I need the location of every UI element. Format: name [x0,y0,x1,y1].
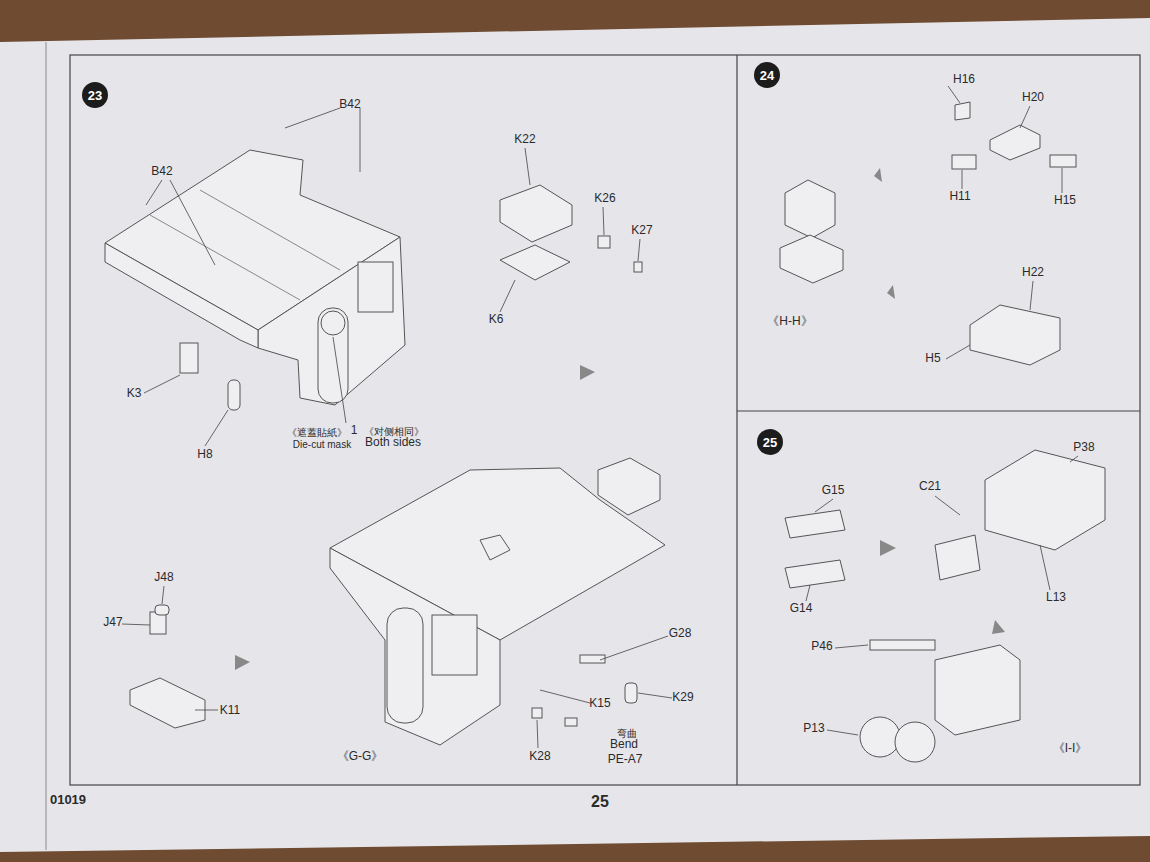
part-label: H8 [197,448,212,461]
part-label: J48 [154,571,173,584]
part-label: G15 [822,484,845,497]
part-label: 《G-G》 [337,750,384,763]
part-label: J47 [103,616,122,629]
part-label: 《对侧相同》 [364,426,424,437]
part-label: 《遮蓋貼紙》 [287,427,347,438]
part-label: G14 [790,602,813,615]
part-label: P38 [1073,441,1094,454]
part-label: 弯曲 [617,728,637,739]
part-label: P13 [803,722,824,735]
part-label: H16 [953,73,975,86]
part-label: 1 [351,424,358,437]
part-label: K3 [127,387,142,400]
part-label: L13 [1046,591,1066,604]
part-label: Both sides [365,436,421,449]
part-label: H20 [1022,91,1044,104]
part-label: K15 [589,697,610,710]
part-label: H5 [925,352,940,365]
step-number: 24 [754,62,780,88]
step-number: 23 [82,82,108,108]
part-label: K29 [672,691,693,704]
part-label: 25 [591,793,609,811]
step-text: 23 [88,88,102,103]
part-label: K11 [220,704,240,717]
part-label: K28 [529,750,550,763]
part-label: Bend [610,738,638,751]
part-label: B42 [339,98,360,111]
part-label: H11 [949,190,970,203]
step-number: 25 [757,429,783,455]
part-label: G28 [669,627,692,640]
part-label: Die-cut mask [293,439,351,450]
part-label: H22 [1022,266,1044,279]
step-text: 25 [763,435,777,450]
part-label: 01019 [50,793,86,807]
step-text: 24 [760,68,774,83]
part-label: C21 [919,480,941,493]
part-label: 《H-H》 [767,315,812,328]
part-label: PE-A7 [608,753,643,766]
part-label: K26 [594,192,615,205]
part-label: K6 [489,313,504,326]
part-label: H15 [1054,194,1076,207]
part-label: P46 [811,640,832,653]
part-label: B42 [151,165,172,178]
part-label: K27 [631,224,652,237]
part-label: K22 [514,133,535,146]
part-label: 《I-I》 [1053,742,1088,755]
